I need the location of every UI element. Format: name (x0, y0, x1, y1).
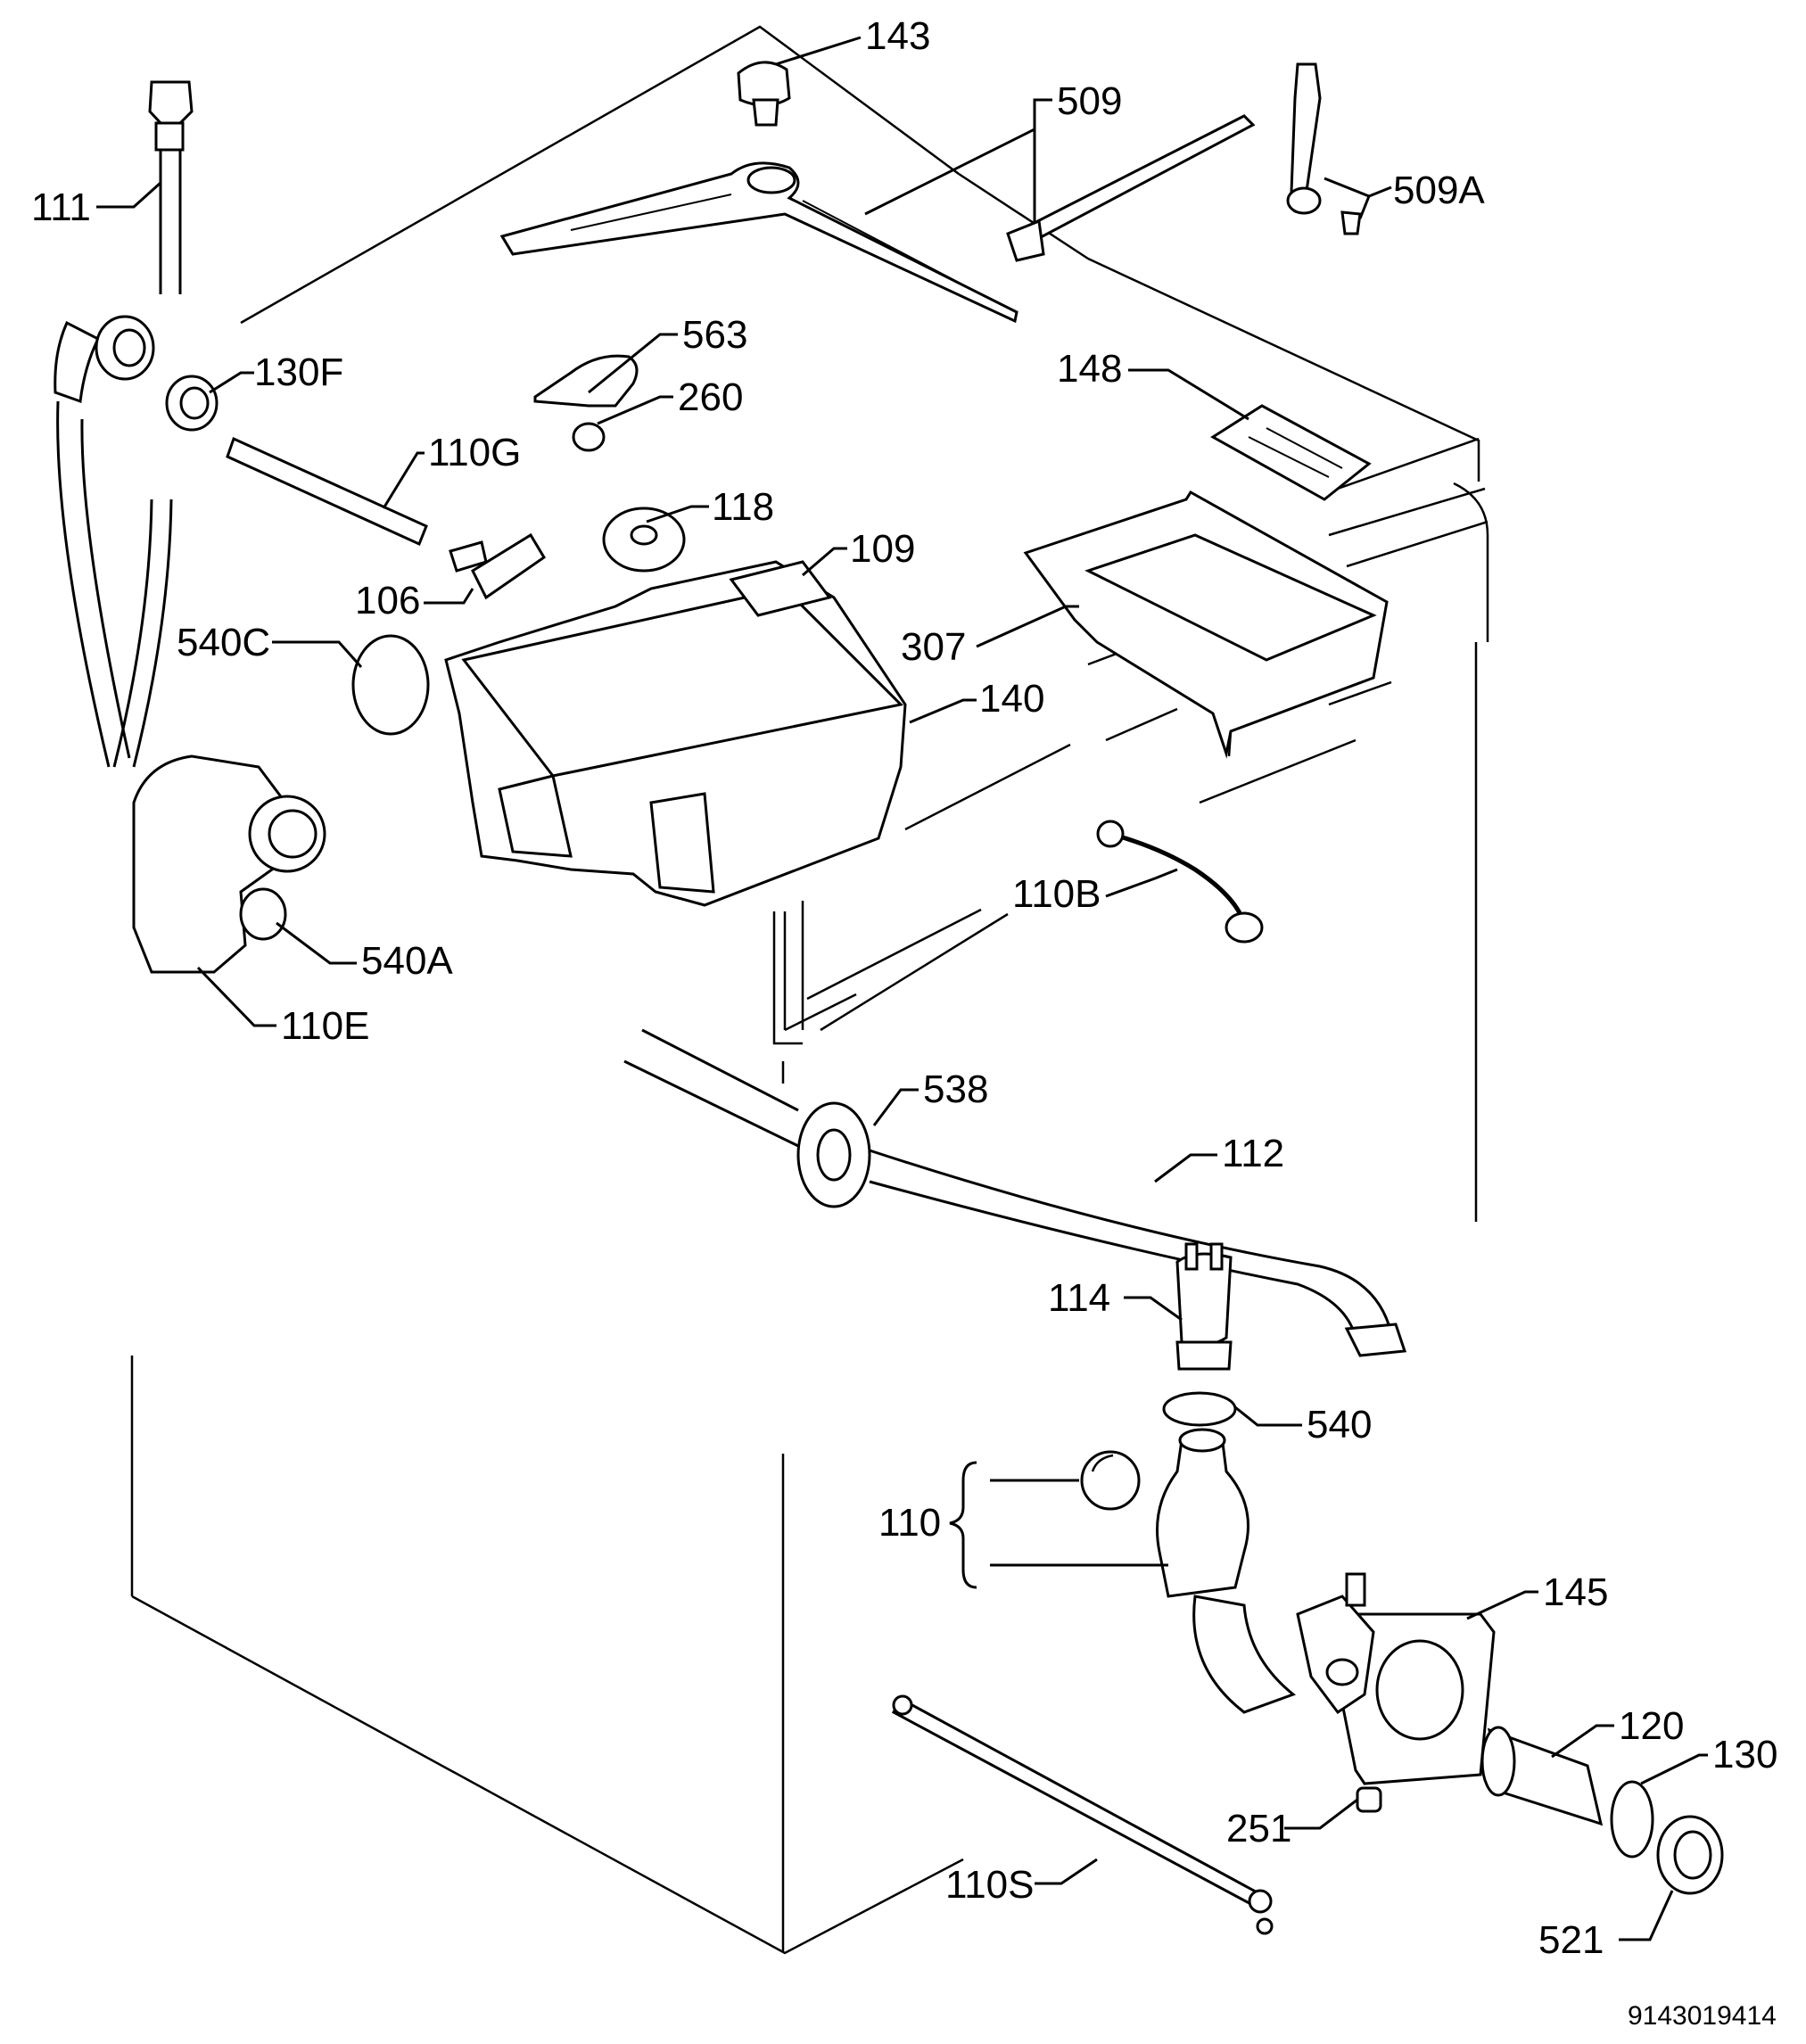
part-307-drawer (1023, 490, 1389, 759)
part-111-inlet-hose (54, 80, 194, 768)
callout-106: 106 (355, 579, 420, 622)
callout-540a: 540A (361, 939, 453, 983)
part-145-pump-housing (1296, 1572, 1496, 1785)
part-110-ball (1080, 1450, 1141, 1511)
callout-111: 111 (31, 185, 91, 229)
callout-509: 509 (1057, 79, 1122, 123)
callout-148: 148 (1057, 347, 1122, 391)
callout-130f: 130F (254, 350, 343, 394)
document-number: 9143019414 (1628, 2001, 1777, 2031)
callout-563: 563 (682, 313, 747, 357)
callout-labels: 143 509 509A 111 563 130F 260 148 110G 1… (31, 14, 1777, 2031)
callout-540: 540 (1307, 1403, 1372, 1446)
part-540-ring (1162, 1391, 1237, 1427)
callout-110g: 110G (428, 431, 521, 474)
callout-110s: 110S (945, 1863, 1035, 1907)
part-110g-tube (226, 436, 428, 547)
part-143-knob (737, 61, 791, 127)
part-540a-clamp (239, 887, 287, 941)
callout-118: 118 (712, 485, 774, 529)
callout-130: 130 (1712, 1733, 1777, 1776)
part-140-dispenser-housing (444, 560, 907, 907)
callout-260: 260 (678, 375, 743, 419)
part-106-valve (449, 532, 547, 600)
part-538-grommet (796, 1101, 871, 1208)
callout-540c: 540C (177, 621, 270, 664)
callout-538: 538 (923, 1067, 988, 1111)
callout-251: 251 (1226, 1807, 1291, 1850)
callout-143: 143 (865, 14, 930, 58)
part-110-valve-body (1156, 1428, 1297, 1714)
part-110e-elbow (132, 754, 326, 974)
part-251-seal (1356, 1786, 1382, 1813)
part-260-nut (572, 422, 606, 452)
callout-110b: 110B (1012, 872, 1101, 916)
part-120-filter (1480, 1726, 1604, 1826)
callout-307: 307 (901, 625, 966, 669)
part-130-ring (1610, 1780, 1654, 1859)
part-114-pressure-switch (1175, 1242, 1233, 1371)
part-509-lever (499, 161, 1018, 324)
callout-509a: 509A (1393, 169, 1485, 212)
part-509-rod (1006, 114, 1256, 262)
part-540c-ring (351, 634, 430, 736)
part-112-hose (623, 1028, 1407, 1357)
part-110s-tube (891, 1694, 1274, 1935)
part-130f-nut (165, 375, 219, 432)
part-563-cover (533, 354, 639, 408)
leader-lines (96, 36, 1708, 1941)
callout-521: 521 (1538, 1918, 1604, 1962)
part-521-cap (1656, 1815, 1724, 1895)
callout-114: 114 (1048, 1276, 1110, 1320)
callout-140: 140 (979, 677, 1044, 721)
callout-120: 120 (1619, 1704, 1684, 1748)
part-118-gear (602, 507, 686, 573)
part-509a-lever (1286, 62, 1362, 235)
part-110b-hose (1096, 820, 1264, 944)
callout-112: 112 (1222, 1132, 1284, 1175)
callout-110e: 110E (281, 1004, 370, 1048)
callout-109: 109 (850, 527, 915, 571)
callout-145: 145 (1543, 1570, 1608, 1614)
callout-110: 110 (878, 1501, 941, 1545)
cabinet-outline (130, 25, 1489, 1955)
